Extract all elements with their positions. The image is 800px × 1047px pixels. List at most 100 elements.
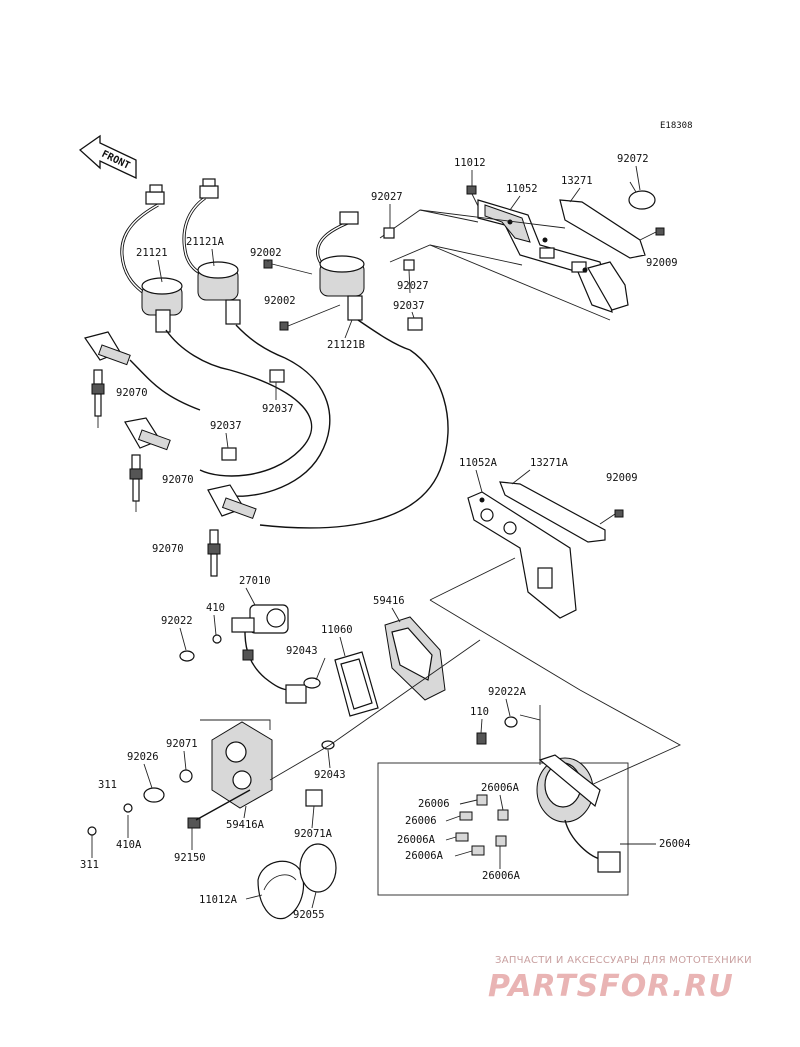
plate-13271A	[499, 481, 606, 543]
part-label: 11012	[454, 157, 486, 169]
nut-311	[87, 826, 97, 836]
gasket-11060	[334, 651, 379, 717]
stud-92043-b	[321, 740, 335, 750]
clamp-92072	[628, 181, 656, 210]
grommet-92071A	[305, 789, 323, 807]
part-label: 92009	[606, 472, 638, 484]
part-label: 11060	[321, 624, 353, 636]
plug-cap-92070-c	[207, 484, 257, 577]
part-label: 410A	[116, 839, 142, 851]
bolt-110	[476, 732, 487, 745]
part-label: 92072	[617, 153, 649, 165]
grommet-92071	[179, 769, 193, 783]
bolt-11012	[466, 185, 479, 207]
screw-92009-b	[599, 509, 624, 525]
watermark: ЗАПЧАСТИ И АКСЕССУАРЫ ДЛЯ МОТОТЕХНИКИ PA…	[488, 955, 752, 1004]
part-label: 13271A	[530, 457, 569, 469]
o-ring-92055	[299, 843, 337, 893]
brush-26006A-c	[471, 845, 485, 856]
collar-92027-a	[383, 227, 395, 239]
part-label: 92026	[127, 751, 159, 763]
part-label: 311	[80, 859, 99, 871]
washer-92022	[179, 650, 195, 662]
part-label: 21121A	[186, 236, 225, 248]
housing-59416A	[211, 721, 273, 809]
leader-lines	[91, 165, 656, 909]
part-label: 92070	[162, 474, 194, 486]
part-label: 92022	[161, 615, 193, 627]
part-label: 26004	[659, 838, 691, 850]
collar-92027-b	[403, 259, 415, 271]
part-label: 92002	[264, 295, 296, 307]
cap-11012A	[257, 860, 305, 920]
part-label: 26006A	[482, 870, 521, 882]
clip-92037-c	[407, 317, 423, 331]
part-label: 92037	[262, 403, 294, 415]
part-label: 92055	[293, 909, 325, 921]
part-label: 92070	[152, 543, 184, 555]
stator-26004	[536, 754, 621, 873]
part-label: 410	[206, 602, 225, 614]
part-label: 11052	[506, 183, 538, 195]
plate-13271	[559, 199, 646, 311]
part-label: 21121	[136, 247, 168, 259]
part-label: 92071A	[294, 828, 333, 840]
part-label: 92009	[646, 257, 678, 269]
stator-group-frame	[377, 762, 629, 896]
brush-26006A-b	[455, 832, 469, 842]
seal-92026	[143, 787, 165, 803]
bracket-11052A	[467, 491, 577, 619]
drawing-code: E18308	[660, 121, 693, 131]
part-label: 21121B	[327, 339, 365, 351]
part-labels: 11012 11052 13271 92072 92027 92002 9200…	[80, 153, 691, 921]
ignition-coil-21121A	[182, 178, 286, 359]
o-ring-410A	[123, 803, 133, 813]
part-label: 59416	[373, 595, 405, 607]
watermark-site: PARTSFOR.RU	[488, 969, 734, 1004]
part-label: 92002	[250, 247, 282, 259]
part-label: 92043	[286, 645, 318, 657]
part-label: 26006A	[405, 850, 444, 862]
part-label: 92070	[116, 387, 148, 399]
part-label: 92043	[314, 769, 346, 781]
part-label: 92022A	[488, 686, 527, 698]
part-label: 92150	[174, 852, 206, 864]
part-label: 92037	[210, 420, 242, 432]
screw-92009	[639, 227, 665, 241]
part-label: 59416A	[226, 819, 265, 831]
watermark-tagline: ЗАПЧАСТИ И АКСЕССУАРЫ ДЛЯ МОТОТЕХНИКИ	[495, 955, 752, 966]
bolt-92002-a	[263, 259, 313, 275]
part-label: 26006	[405, 815, 437, 827]
part-label: 26006A	[481, 782, 520, 794]
washer-92022A	[504, 716, 518, 728]
o-ring-410	[212, 634, 222, 644]
plug-cap-92070-a	[84, 331, 131, 428]
front-arrow-icon: FRONT	[78, 134, 137, 180]
part-label: 92071	[166, 738, 198, 750]
part-label: 26006	[418, 798, 450, 810]
clip-92037-a	[269, 369, 285, 383]
part-label: 92027	[371, 191, 403, 203]
brush-26006A-d	[495, 835, 507, 847]
part-label: 26006A	[397, 834, 436, 846]
bolt-92150	[187, 789, 251, 829]
part-label: 110	[470, 706, 489, 718]
ignition-coil-21121	[120, 184, 231, 371]
part-label: 92027	[397, 280, 429, 292]
brush-26006-b	[459, 811, 473, 821]
brush-26006-a	[476, 794, 488, 806]
part-label: 92037	[393, 300, 425, 312]
part-label: 27010	[239, 575, 271, 587]
part-label: 13271	[561, 175, 593, 187]
part-label: 11012A	[199, 894, 238, 906]
plug-cap-92070-b	[124, 417, 171, 512]
ignition-coil-21121B	[316, 211, 411, 351]
part-label: 11052A	[459, 457, 498, 469]
stud-92043-a	[303, 677, 321, 689]
cover-59416	[384, 616, 446, 701]
part-label: 311	[98, 779, 117, 791]
clip-92037-b	[221, 447, 237, 461]
bolt-92002-b	[279, 304, 341, 331]
pickup-27010	[231, 604, 307, 704]
brush-26006A-a	[497, 809, 509, 821]
